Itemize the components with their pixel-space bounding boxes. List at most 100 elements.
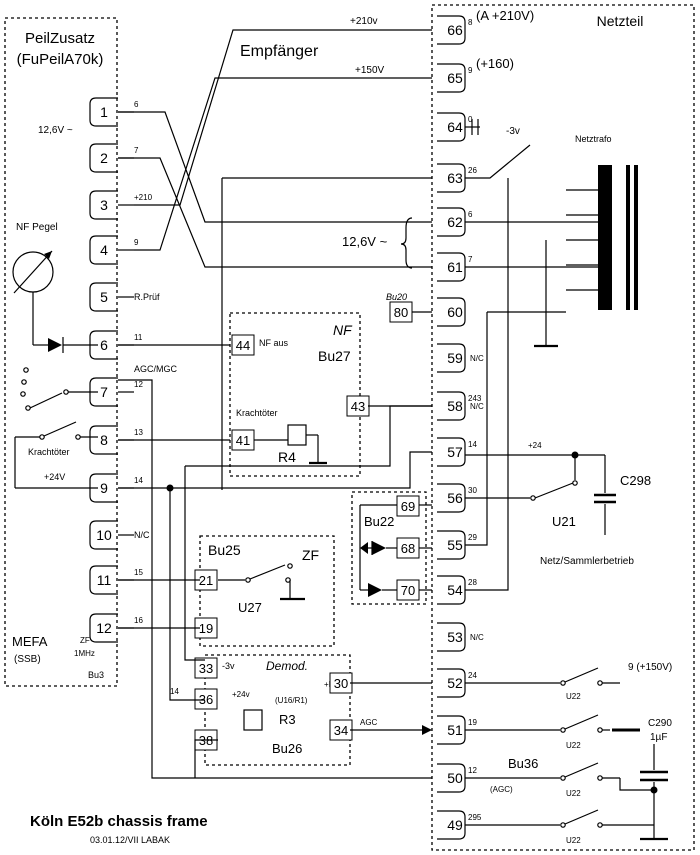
- right-pin-59-number: 59: [447, 350, 463, 366]
- right-pin-54-number: 54: [447, 582, 463, 598]
- u27-label: U27: [238, 600, 262, 615]
- agc-demod-label: AGC: [360, 718, 378, 727]
- minus3v-label: -3v: [506, 126, 520, 137]
- c290-value-label: 1µF: [650, 732, 667, 743]
- terminal-34: 34: [329, 719, 353, 741]
- u22-label-4: U22: [566, 836, 581, 845]
- right-pin-57-wire: 14: [468, 440, 477, 449]
- r4-label: R4: [278, 449, 296, 465]
- terminal-41-label: 41: [236, 433, 250, 448]
- terminal-70-label: 70: [401, 583, 415, 598]
- mefa-label: MEFA: [12, 634, 48, 649]
- left-pin-10: 10: [89, 520, 118, 550]
- right-pin-51: 51: [437, 715, 466, 745]
- left-pin-4: 4: [89, 235, 118, 265]
- left-pin-12-wire: 16: [134, 616, 143, 625]
- zf-title: ZF: [302, 547, 319, 563]
- peilzusatz-subtitle: (FuPeilA70k): [17, 51, 104, 68]
- c298-label: C298: [620, 473, 651, 488]
- bu22-label: Bu22: [364, 514, 394, 529]
- bu20-label: Bu20: [386, 292, 407, 302]
- terminal-33-label: 33: [199, 661, 213, 676]
- bu22-frame: [351, 491, 427, 605]
- left-pin-11-wire: 15: [134, 568, 143, 577]
- right-pin-62-number: 62: [447, 214, 463, 230]
- left-pin-8-number: 8: [100, 432, 108, 448]
- terminal-68: 68: [396, 537, 420, 559]
- right-pin-64: 64: [437, 112, 466, 142]
- left-pin-9-number: 9: [100, 480, 108, 496]
- bu36-label: Bu36: [508, 756, 538, 771]
- r4-resistor-icon: [287, 424, 307, 446]
- left-pin-3-number: 3: [100, 197, 108, 213]
- left-pin-1: 1: [89, 97, 118, 127]
- krachtoeter-switch-icon: [43, 421, 77, 437]
- right-pin-58: 58: [437, 391, 466, 421]
- plus24v-demod-label: +24v: [232, 690, 250, 699]
- terminal-44: 44: [231, 334, 255, 356]
- right-pin-61-number: 61: [447, 259, 463, 275]
- netztrafo-label: Netztrafo: [575, 134, 612, 144]
- wire-14-label: 14: [170, 687, 179, 696]
- terminal-36-label: 36: [199, 692, 213, 707]
- terminal-44-label: 44: [236, 338, 250, 353]
- left-pin-5-number: 5: [100, 289, 108, 305]
- right-pin-60: 60: [437, 297, 466, 327]
- right-pin-58-label: N/C: [470, 402, 484, 411]
- nf-aus-label: NF aus: [259, 338, 289, 348]
- right-pin-57: 57: [437, 437, 466, 467]
- right-pin-52: 52: [437, 668, 466, 698]
- right-pin-52-number: 52: [447, 675, 463, 691]
- terminal-30-label: 30: [334, 676, 348, 691]
- left-pin-12-number: 12: [96, 620, 112, 636]
- right-pin-53-label: N/C: [470, 633, 484, 642]
- right-pin-51-number: 51: [447, 722, 463, 738]
- rail-150-label: +150V: [355, 65, 385, 76]
- right-pin-49-wire: 295: [468, 813, 482, 822]
- left-pin-4-number: 4: [100, 242, 108, 258]
- right-pin-61-wire: 7: [468, 255, 473, 264]
- right-pin-49: 49: [437, 810, 466, 840]
- zf-label: ZF: [80, 636, 90, 645]
- netz-sammler-label: Netz/Sammlerbetrieb: [540, 556, 634, 567]
- right-pin-65-wire: 9: [468, 66, 473, 75]
- left-pin-6-wire: 11: [134, 333, 143, 342]
- plus24-right-label: +24: [528, 441, 542, 450]
- right-pin-66: 66: [437, 15, 466, 45]
- netzteil-frame: [431, 4, 695, 851]
- nf-title: NF: [333, 322, 353, 338]
- right-pin-64-number: 64: [447, 119, 463, 135]
- bu3-label: Bu3: [88, 670, 104, 680]
- right-pin-50: 50: [437, 763, 466, 793]
- right-pin-54: 54: [437, 575, 466, 605]
- right-pin-53-number: 53: [447, 629, 463, 645]
- diagram-title: Köln E52b chassis frame: [30, 813, 208, 830]
- minus3v-demod-label: -3v: [222, 661, 235, 671]
- krachtoeter-left-label: Krachtöter: [28, 447, 70, 457]
- terminal-43-label: 43: [351, 399, 365, 414]
- u22-switch-2-icon: [564, 714, 599, 730]
- left-pin-7-number: 7: [100, 384, 108, 400]
- peilzusatz-frame: [4, 17, 118, 687]
- left-pin-3: 3: [89, 190, 118, 220]
- empfaenger-label: Empfänger: [240, 43, 319, 60]
- nf-meter-needle: [13, 250, 53, 294]
- diode-icon: [48, 338, 62, 352]
- zf-frame: [199, 535, 335, 647]
- left-pin-5: 5: [89, 282, 118, 312]
- left-pin-4-wire: 9: [134, 238, 139, 247]
- left-voltage-label: 12,6V ~: [38, 125, 73, 136]
- right-pin-65-label: (+160): [476, 56, 514, 71]
- terminal-69: 69: [396, 495, 420, 517]
- right-pin-56: 56: [437, 483, 466, 513]
- right-pin-60-number: 60: [447, 304, 463, 320]
- demod-title: Demod.: [266, 659, 308, 673]
- c290-label: C290: [648, 718, 672, 729]
- right-pin-61: 61: [437, 252, 466, 282]
- bu27-label: Bu27: [318, 348, 351, 364]
- right-pin-51-wire: 19: [468, 718, 477, 727]
- terminal-41: 41: [231, 429, 255, 451]
- right-pin-56-wire: 30: [468, 486, 477, 495]
- right-pin-65: 65: [437, 63, 466, 93]
